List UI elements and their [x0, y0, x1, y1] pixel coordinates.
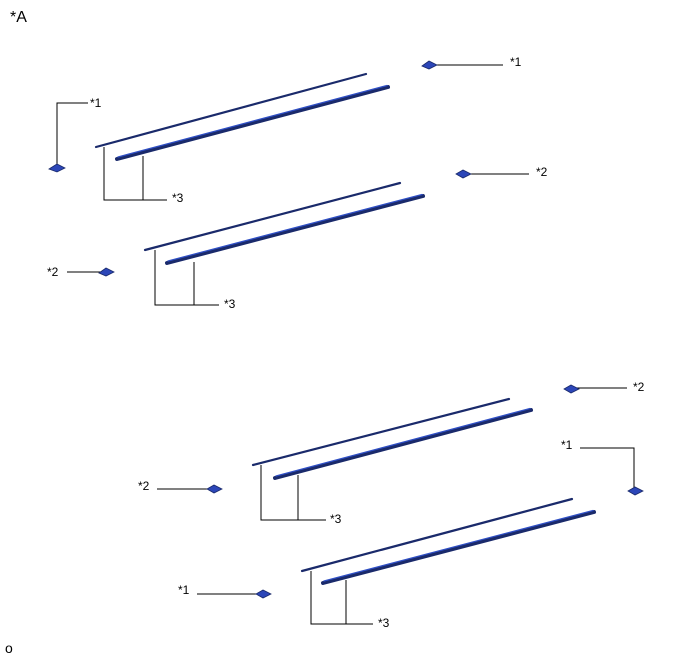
callout-2-top-right: *2 [536, 165, 548, 179]
callout-3-top-2: *3 [224, 297, 236, 311]
leader-line-clip1-left-top [56, 102, 88, 165]
strip-top-1-highlight [117, 84, 388, 158]
strip-bottom-1-highlight [275, 407, 531, 477]
callout-2-bottom-right: *2 [633, 380, 645, 394]
leader-line-strip-top-2 [154, 250, 219, 306]
clip-1-top-left [48, 163, 66, 173]
strip-bottom-2-lower [321, 510, 596, 585]
clip-2-bottom-left [206, 484, 223, 494]
strips [94, 72, 596, 585]
strip-top-1-lower [115, 85, 390, 161]
strip-bottom-1-lower [273, 408, 533, 480]
clip-2-top-left [98, 267, 115, 277]
callout-3-top-1: *3 [172, 191, 184, 205]
view-label: *A [10, 9, 27, 26]
callout-1-bottom-left: *1 [178, 583, 190, 597]
strip-top-1-upper [94, 72, 368, 149]
strip-top-2-upper [143, 181, 402, 252]
callout-labels: *1 *1 *2 *2 *3 *3 *2 *1 *2 *1 *3 *3 [47, 55, 645, 630]
callout-1-bottom-right: *1 [561, 438, 573, 452]
strip-top-2-highlight [167, 193, 423, 262]
clip-1-bottom-right [627, 486, 644, 496]
strip-bottom-2-highlight [323, 509, 594, 582]
leader-line-strip-top-1 [103, 147, 167, 201]
clip-2-bottom-right [563, 384, 580, 394]
clip-2-top-right [455, 169, 472, 179]
callout-1-top-left: *1 [90, 96, 102, 110]
strip-bottom-2-upper [300, 497, 574, 573]
clip-1-top-right [421, 60, 438, 70]
callout-3-bottom-1: *3 [330, 512, 342, 526]
strip-bottom-1-upper [251, 397, 511, 467]
leader-line-strip-bottom-2 [310, 571, 373, 625]
leader-line-strip-bottom-1 [260, 465, 326, 521]
clip-1-bottom-left [255, 589, 272, 599]
clips [48, 60, 644, 599]
callout-2-top-left: *2 [47, 265, 59, 279]
callout-1-top-right: *1 [510, 55, 522, 69]
figure-code: o [5, 640, 13, 656]
leader-line-clip1-right-bottom [580, 447, 635, 488]
leader-lines [56, 64, 635, 625]
callout-2-bottom-left: *2 [138, 479, 150, 493]
callout-3-bottom-2: *3 [378, 616, 390, 630]
strip-top-2-lower [165, 194, 425, 265]
